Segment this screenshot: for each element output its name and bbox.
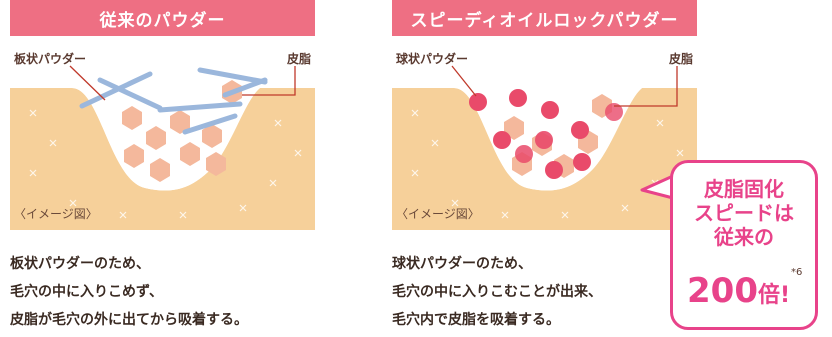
texture-marks — [411, 109, 684, 219]
plate-powder-label: 板状パウダー — [14, 52, 87, 66]
badge-line: 皮脂固化 — [704, 177, 784, 201]
spherical-powder-label: 球状パウダー — [396, 52, 469, 66]
powder-leader — [69, 65, 106, 101]
pore-illustration — [10, 65, 315, 230]
powder-leader — [451, 65, 477, 97]
pore-diagram: 球状パウダー 皮脂 〈イメージ図〉 — [392, 40, 697, 230]
badge-unit: 倍! — [757, 283, 791, 308]
skin-shape — [10, 88, 315, 230]
pore-diagram: 板状パウダー 皮脂 〈イメージ図〉 — [10, 40, 315, 230]
sebum-label: 皮脂 — [286, 52, 311, 66]
desc-line: 皮脂が毛穴の外に出てから吸着する。 — [10, 312, 248, 328]
image-caption: 〈イメージ図〉 — [14, 207, 98, 221]
desc-line: 毛穴の中に入りこむことが出来、 — [392, 284, 602, 300]
badge-text: 皮脂固化 スピードは 従来の — [673, 177, 815, 249]
badge-tail — [640, 174, 674, 200]
badge-footnote: *6 — [791, 267, 803, 278]
desc-line: 板状パウダーのため、 — [10, 256, 150, 272]
sebum-label: 皮脂 — [668, 52, 693, 66]
desc-line: 毛穴の中に入りこめず、 — [10, 284, 164, 300]
desc-line: 毛穴内で皮脂を吸着する。 — [392, 312, 560, 328]
panel-speedy-oil-lock: スピーディオイルロックパウダー — [392, 0, 697, 328]
sebum-particles — [122, 80, 242, 182]
badge-line: スピードは — [694, 201, 794, 225]
spherical-powder — [469, 89, 623, 179]
sebum-leader — [614, 66, 678, 107]
desc-line: 球状パウダーのため、 — [392, 256, 532, 272]
texture-marks — [29, 109, 302, 219]
pore-illustration — [392, 65, 697, 230]
skin-shape — [392, 88, 697, 230]
panel-title: スピーディオイルロックパウダー — [392, 0, 697, 36]
image-caption: 〈イメージ図〉 — [396, 207, 480, 221]
sebum-leader — [242, 66, 296, 96]
badge-line: 従来の — [714, 225, 774, 249]
plate-powder — [79, 67, 268, 135]
speed-badge: 皮脂固化 スピードは 従来の 200倍! *6 — [670, 160, 818, 330]
panel-title: 従来のパウダー — [10, 0, 315, 36]
panel-description: 板状パウダーのため、 毛穴の中に入りこめず、 皮脂が毛穴の外に出てから吸着する。 — [10, 250, 248, 334]
panel-conventional: 従来のパウダー — [10, 0, 315, 328]
badge-number: 200倍! — [687, 271, 790, 311]
badge-number-value: 200 — [687, 271, 758, 311]
panel-description: 球状パウダーのため、 毛穴の中に入りこむことが出来、 毛穴内で皮脂を吸着する。 — [392, 250, 602, 334]
